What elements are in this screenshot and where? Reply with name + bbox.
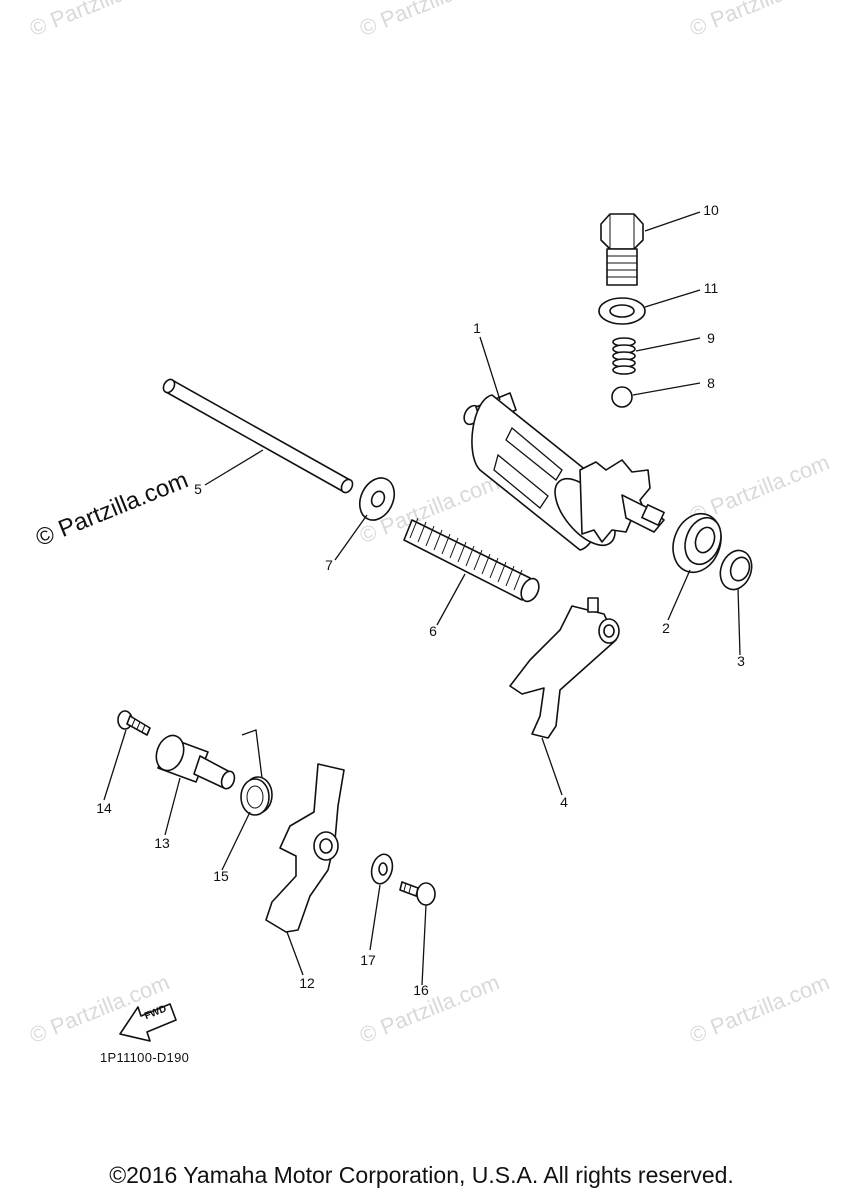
callout-16: 16 (413, 982, 429, 998)
diagram-code: 1P11100-D190 (100, 1050, 190, 1065)
callout-2: 2 (662, 620, 670, 636)
part-8-ball (611, 386, 633, 408)
part-9-spring (612, 337, 636, 375)
fwd-arrow-icon (119, 1003, 177, 1042)
callout-1: 1 (473, 320, 481, 336)
part-16-bolt (399, 881, 436, 906)
part-6-coil-spring (403, 517, 540, 603)
part-11-washer (598, 297, 646, 325)
callout-7: 7 (325, 557, 333, 573)
callout-9: 9 (707, 330, 715, 346)
callout-13: 13 (154, 835, 170, 851)
part-17-washer (370, 853, 394, 885)
callout-5: 5 (194, 481, 202, 497)
callout-12: 12 (299, 975, 315, 991)
callout-15: 15 (213, 868, 229, 884)
part-4-shift-fork (509, 597, 620, 739)
leader-lines (103, 211, 741, 986)
callout-3: 3 (737, 653, 745, 669)
part-3-seal (719, 549, 753, 591)
callout-8: 8 (707, 375, 715, 391)
part-15-torsion-spring (240, 729, 273, 816)
callout-11: 11 (703, 280, 719, 296)
callout-14: 14 (96, 800, 112, 816)
part-12-shift-arm (265, 763, 345, 933)
part-2-bearing (672, 512, 722, 574)
callout-10: 10 (703, 202, 719, 218)
part-1-shift-drum (463, 392, 665, 551)
callout-17: 17 (360, 952, 376, 968)
callout-6: 6 (429, 623, 437, 639)
part-10-bolt (600, 213, 644, 286)
part-14-screw (117, 710, 151, 736)
part-5-shaft (162, 378, 354, 494)
callout-4: 4 (560, 794, 568, 810)
part-13-collar (155, 734, 236, 790)
part-7-washer (358, 477, 396, 521)
copyright-notice: ©2016 Yamaha Motor Corporation, U.S.A. A… (109, 1162, 734, 1188)
